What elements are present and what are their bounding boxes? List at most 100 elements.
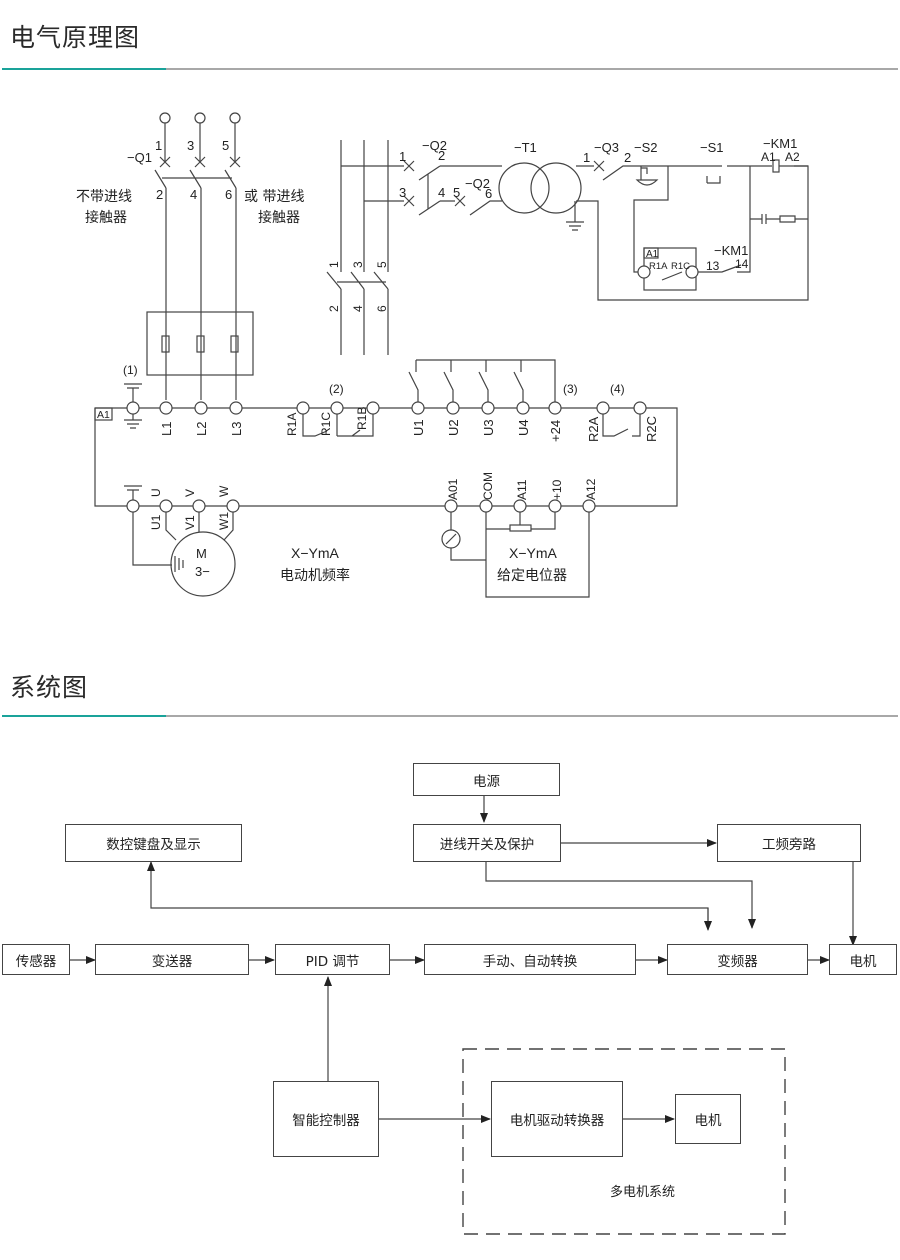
fuse-icon <box>196 335 205 353</box>
terminal-u1: U1 <box>411 419 426 436</box>
terminal-l1: L1 <box>159 422 174 436</box>
drive-label: A1 <box>97 409 110 421</box>
transformer-secondary-icon <box>530 162 582 214</box>
km1-pin-14: 14 <box>735 257 749 271</box>
motor-icon <box>170 531 236 597</box>
motor-caption-desc: 电动机频率 <box>280 567 350 584</box>
marker-4: (4) <box>610 382 625 396</box>
block-motor: 电机 <box>829 944 897 975</box>
s2-label: −S2 <box>634 140 658 155</box>
marker-2: (2) <box>329 382 344 396</box>
motor-pin-u1: U1 <box>149 514 163 530</box>
block-label: PID 调节 <box>305 953 360 970</box>
block-label: 传感器 <box>15 953 57 970</box>
block-label: 电机 <box>849 953 877 970</box>
terminal-r1b: R1B <box>355 407 369 430</box>
rule-accent <box>2 715 166 717</box>
motor-sublabel: 3− <box>195 564 210 579</box>
terminal-u2: U2 <box>446 419 461 436</box>
terminal-a01: A01 <box>446 478 460 500</box>
meter-icon <box>441 529 461 549</box>
motor-pin-w1: W1 <box>217 512 231 530</box>
km1-pin-a2: A2 <box>785 150 800 164</box>
block-keypad-display: 数控键盘及显示 <box>65 824 242 862</box>
block-label: 电机 <box>694 1113 722 1129</box>
multi-motor-group-label: 多电机系统 <box>610 1184 675 1199</box>
terminal-com: COM <box>481 472 495 500</box>
supply-terminal <box>229 112 241 124</box>
block-manual-auto-switch: 手动、自动转换 <box>424 944 636 975</box>
terminal-a11: A11 <box>515 479 529 500</box>
terminal-r1a: R1A <box>285 413 299 436</box>
marker-1: (1) <box>123 363 138 377</box>
block-label: 手动、自动转换 <box>482 953 578 970</box>
terminal-u3: U3 <box>481 419 496 436</box>
km-pin-5: 5 <box>375 261 389 268</box>
q2-label: −Q2 <box>422 138 447 153</box>
km1-contact-label: −KM1 <box>714 243 748 258</box>
note-with-contactor-line2: 接触器 <box>258 209 300 226</box>
q1-pin-5: 5 <box>222 138 229 153</box>
block-power-source: 电源 <box>413 763 560 796</box>
q2-pin-3: 3 <box>399 185 406 200</box>
block-label: 变频器 <box>717 953 758 970</box>
block-label: 工频旁路 <box>762 837 816 853</box>
q2-label-2: −Q2 <box>465 176 490 191</box>
supply-terminal <box>159 112 171 124</box>
block-label: 电源 <box>473 773 500 790</box>
terminal-v: V <box>183 489 197 497</box>
q1-label: −Q1 <box>127 150 152 165</box>
block-pid: PID 调节 <box>275 944 390 975</box>
q2-pin-1: 1 <box>399 149 406 164</box>
block-vfd: 变频器 <box>667 944 808 975</box>
pot-caption-desc: 给定电位器 <box>497 568 567 584</box>
motor-label: M <box>196 546 207 561</box>
km1-pin-a1: A1 <box>761 150 776 164</box>
km-pin-4: 4 <box>351 305 365 312</box>
ground-icon <box>124 383 142 429</box>
relay-pin-r1c: R1C <box>671 261 690 272</box>
block-sensor: 传感器 <box>2 944 70 975</box>
block-label: 智能控制器 <box>292 1113 360 1129</box>
note-without-contactor-line2: 接触器 <box>85 209 127 226</box>
relay-pin-r1a: R1A <box>649 261 668 272</box>
system-title-rule <box>2 715 898 717</box>
terminal-u4: U4 <box>516 419 531 436</box>
note-with-contactor-line1: 或 带进线 <box>244 189 304 205</box>
terminal-l2: L2 <box>194 422 209 436</box>
transformer-primary-icon <box>498 162 550 214</box>
km-pin-1: 1 <box>327 261 341 268</box>
relay-box-label: A1 <box>646 249 659 260</box>
q2-pin-5: 5 <box>453 185 460 200</box>
terminal-r1c: R1C <box>319 412 333 436</box>
terminal-plus10: +10 <box>550 479 564 500</box>
terminal-r2a: R2A <box>586 416 601 442</box>
control-circuit: −Q2 1 2 3 4 5 −Q2 6 −T1 1 −Q3 2 −S2 −S1 … <box>341 136 809 301</box>
q2-pin-2: 2 <box>438 148 445 163</box>
block-label: 数控键盘及显示 <box>106 837 201 853</box>
terminal-r2c: R2C <box>644 416 659 442</box>
bottom-terminal-row: U V W U1 V1 W1 M 3− X−YmA 电动机频率 A01 COM … <box>124 472 598 598</box>
q1-pin-6: 6 <box>225 187 232 202</box>
pot-caption-model: X−YmA <box>509 545 558 561</box>
terminal-a12: A12 <box>584 478 598 500</box>
q1-pin-1: 1 <box>155 138 162 153</box>
schematic-section-title: 电气原理图 <box>10 23 141 52</box>
block-bypass: 工频旁路 <box>717 824 861 862</box>
q1-pin-4: 4 <box>190 187 197 202</box>
marker-3: (3) <box>563 382 578 396</box>
q1-pin-3: 3 <box>187 138 194 153</box>
km1-pin-13: 13 <box>706 259 720 273</box>
potentiometer-icon <box>509 524 532 532</box>
arrow-vfd-keypad-link <box>147 861 709 928</box>
q1-breaker: 1 3 5 −Q1 2 4 6 <box>127 112 241 400</box>
schematic-title-rule <box>2 68 898 70</box>
terminal-u: U <box>149 488 163 497</box>
emergency-stop-icon <box>635 167 659 186</box>
q3-label: −Q3 <box>594 140 619 155</box>
arrow-inlet-to-vfd <box>485 862 756 929</box>
note-without-contactor-line1: 不带进线 <box>76 189 132 205</box>
ground-icon <box>566 201 584 231</box>
block-label: 电机驱动转换器 <box>509 1113 605 1129</box>
block-motor-2: 电机 <box>675 1094 741 1144</box>
